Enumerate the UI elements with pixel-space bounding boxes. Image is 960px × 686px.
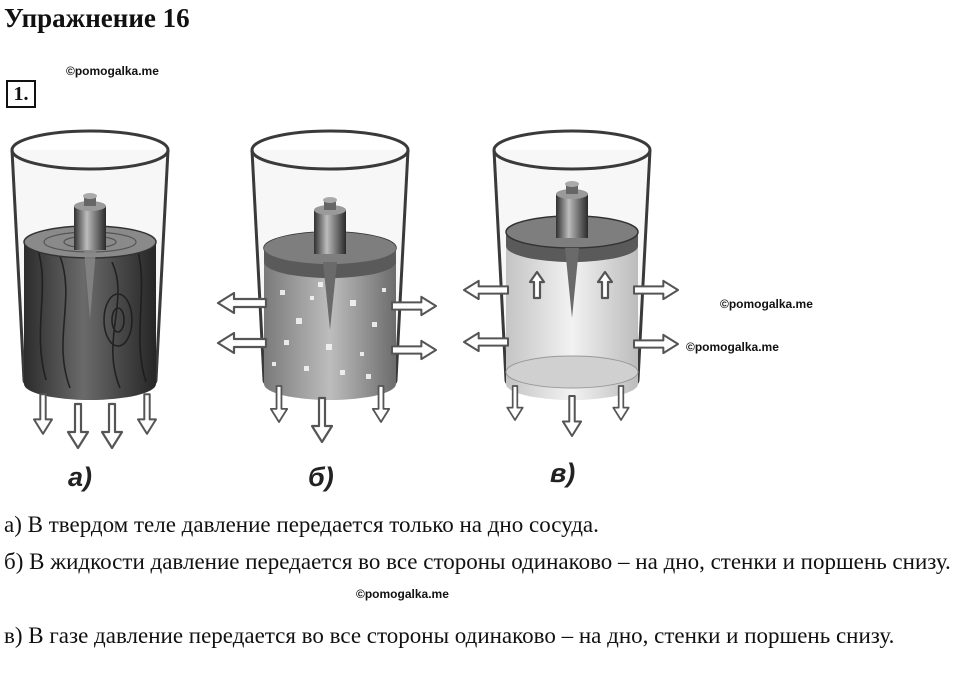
three-vessels-pressure-illustration — [10, 129, 680, 450]
answer-v: в) В газе давление передается во все сто… — [4, 623, 895, 648]
watermark: ©pomogalka.me — [686, 340, 779, 354]
caption-v: в) — [550, 458, 576, 488]
vessel-liquid — [216, 129, 438, 444]
page-title: Упражнение 16 — [4, 3, 190, 33]
watermark: ©pomogalka.me — [720, 297, 813, 311]
item-number-box: 1. — [6, 80, 36, 108]
watermark: ©pomogalka.me — [66, 64, 159, 78]
vessel-solid — [10, 129, 170, 450]
caption-a: а) — [68, 462, 93, 492]
answer-a: а) В твердом теле давление передается то… — [4, 512, 599, 537]
answer-b: б) В жидкости давление передается во все… — [4, 549, 951, 574]
vessel-gas — [462, 129, 680, 438]
caption-b: б) — [308, 462, 334, 492]
watermark: ©pomogalka.me — [356, 587, 449, 601]
